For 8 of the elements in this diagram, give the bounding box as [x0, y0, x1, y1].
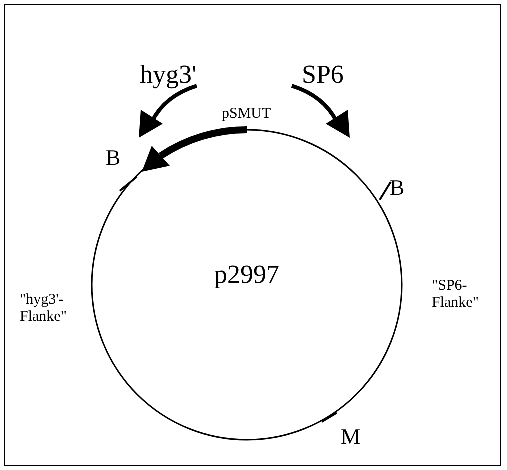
promoter-label: SP6 [302, 62, 344, 88]
flank-label: "hyg3'-Flanke" [20, 292, 68, 326]
plasmid-name: p2997 [214, 262, 280, 288]
gene-label: hyg3' [140, 62, 197, 88]
site-label: M [341, 426, 361, 448]
site-label: B [390, 177, 405, 199]
flank-label: "SP6-Flanke" [432, 278, 480, 312]
site-label: B [106, 147, 121, 169]
